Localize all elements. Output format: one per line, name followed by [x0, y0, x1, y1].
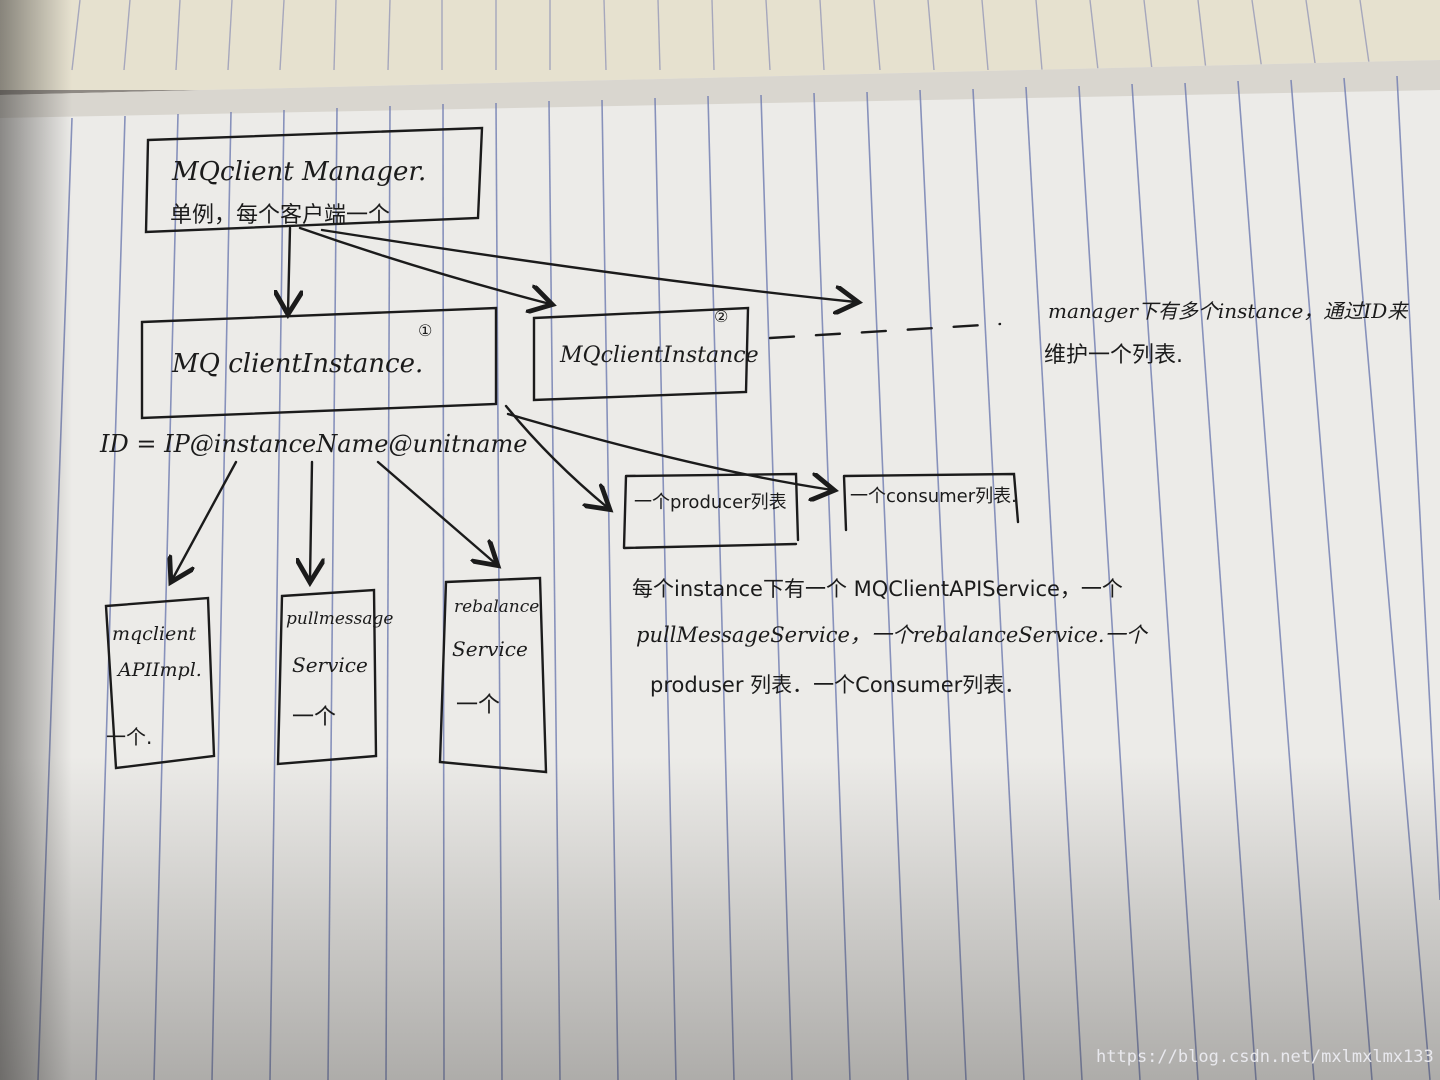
bottom-note-2: pullMessageService，一个rebalanceService.一个	[636, 623, 1149, 647]
rebalance-service-box	[438, 576, 548, 774]
consumer-list-box	[842, 472, 1020, 532]
side-note-2: 维护一个列表.	[1044, 343, 1183, 368]
id-formula: ID = IP@instanceName@unitname	[99, 430, 527, 458]
instance-2-mark: ②	[714, 307, 728, 326]
manager-label-2: 单例，每个客户端一个	[170, 203, 390, 228]
rebalance-service-line-1: rebalance	[454, 597, 539, 617]
bottom-note-3: produser 列表．一个Consumer列表．	[650, 673, 1025, 697]
watermark: https://blog.csdn.net/mxlmxlmx133	[1096, 1047, 1434, 1067]
pull-service-line-2: Service	[292, 653, 368, 677]
producer-list-label: 一个producer列表	[634, 492, 787, 513]
rebalance-service-line-2: Service	[452, 637, 528, 661]
consumer-list-label: 一个consumer列表.	[850, 486, 1017, 507]
instance-2-label: MQclientInstance	[559, 343, 759, 368]
api-impl-line-1: mqclient	[112, 623, 196, 645]
manager-box	[144, 126, 484, 234]
dashed-continuation	[768, 322, 1002, 340]
manager-label-1: MQclient Manager.	[171, 157, 426, 187]
pull-service-box	[276, 588, 378, 766]
api-impl-line-3: 一个.	[106, 725, 152, 749]
pull-service-line-1: pullmessage	[286, 609, 393, 629]
instance-1-mark: ①	[418, 321, 432, 340]
side-note-1: manager下有多个instance，通过ID来	[1048, 299, 1409, 323]
pull-service-line-3: 一个	[292, 705, 336, 730]
instance-box-2	[532, 306, 750, 402]
bottom-note-1: 每个instance下有一个 MQClientAPIService，一个	[632, 577, 1123, 601]
api-impl-box	[104, 596, 216, 770]
instance-1-label: MQ clientInstance.	[171, 349, 423, 379]
handwritten-diagram: MQclient Manager. 单例，每个客户端一个 MQ clientIn…	[99, 126, 1409, 774]
api-impl-line-2: APIImpl.	[116, 659, 202, 681]
producer-list-box	[622, 472, 800, 550]
rebalance-service-line-3: 一个	[456, 693, 500, 718]
instance-box-1	[140, 306, 498, 420]
